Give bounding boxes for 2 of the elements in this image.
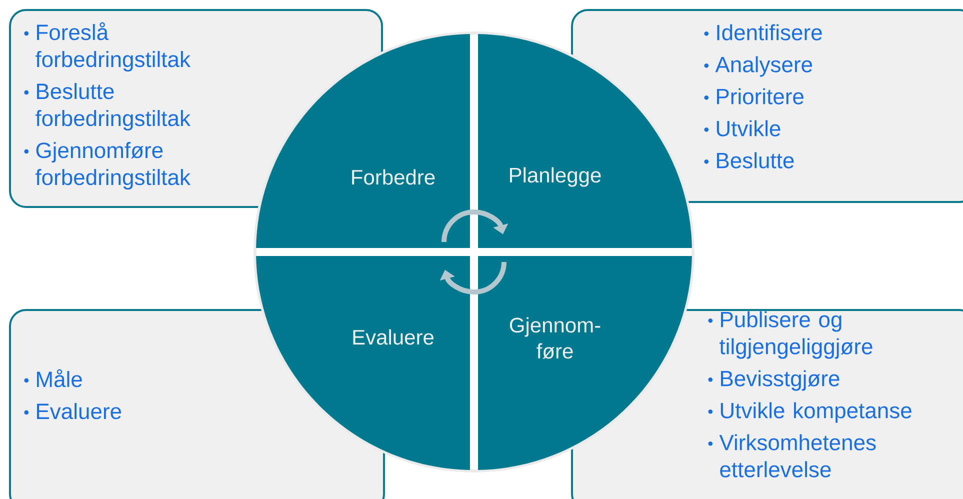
cycle-arrow — [440, 262, 506, 294]
cycle-arrow — [442, 210, 508, 242]
